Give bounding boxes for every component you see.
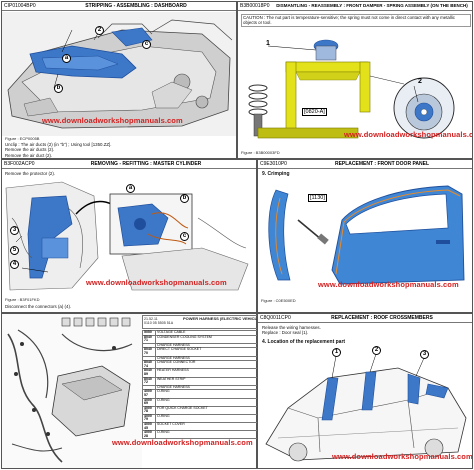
callout-b: b: [54, 84, 63, 93]
watermark: www.downloadworkshopmanuals.com: [332, 452, 473, 461]
dashboard-illustration: [2, 12, 236, 136]
panel-header: B3B00018P0 DISMANTLING - REASSEMBLY : FR…: [238, 2, 472, 11]
watermark: www.downloadworkshopmanuals.com: [344, 130, 473, 139]
watermark: www.downloadworkshopmanuals.com: [112, 438, 253, 447]
panel-header: C9E3010P0 REPLACEMENT : FRONT DOOR PANEL: [258, 160, 472, 169]
door-illustration: [268, 185, 465, 285]
master-cylinder-illustration: [5, 181, 249, 291]
panel-title: STRIPPING - ASSEMBLING : DASHBOARD: [85, 3, 187, 9]
car-body-illustration: [265, 353, 467, 462]
part-name-cell: FOR QUICK CHARGE SOCKET: [155, 405, 262, 415]
watermark: www.downloadworkshopmanuals.com: [318, 280, 459, 289]
panel-front-door: C9E3010P0 REPLACEMENT : FRONT DOOR PANEL…: [257, 159, 473, 313]
instruction-text: Remove the protector (2).: [5, 171, 56, 176]
callout-4: 4: [10, 260, 19, 269]
instruction-line: Replace : Door seal (1).: [262, 330, 309, 336]
instruction-line: Release the wiring harnesses.: [262, 325, 321, 330]
part-name-cell: O-RING: [155, 430, 262, 440]
instruction-text: Disconnect the connectors (a) (4).: [5, 304, 72, 309]
document-code: B3F002ACP0: [4, 161, 35, 167]
figure-caption: Figure : C0E500ED: [261, 298, 296, 303]
part-code-cell: 4000 69: [142, 397, 156, 407]
harness-title: POWER HARNESS (ELECTRIC VEHICLE): [183, 316, 262, 321]
part-code-cell: 8040 71: [142, 334, 156, 344]
document-code: B3B00018P0: [240, 3, 270, 9]
figure-caption: Figure : B3F01FKD: [5, 297, 40, 302]
document-code: C9E3010P0: [260, 161, 287, 167]
watermark: www.downloadworkshopmanuals.com: [86, 278, 227, 287]
damper-illustration: [248, 39, 455, 139]
callout-1: 1: [332, 348, 341, 357]
panel-title: REPLACEMENT : ROOF CROSSMEMBERS: [331, 315, 433, 321]
panel-header: C8Q0011CP0 REPLACEMENT : ROOF CROSSMEMBE…: [258, 314, 472, 323]
document-code: CIP01004BP0: [4, 3, 36, 9]
part-code-cell: 4000 57: [142, 389, 156, 399]
panel-stripping-dashboard: CIP01004BP0 STRIPPING - ASSEMBLING : DAS…: [1, 1, 237, 159]
panel-title: REPLACEMENT : FRONT DOOR PANEL: [334, 161, 430, 167]
callout-2: 2: [372, 346, 381, 355]
instruction-line: Remove the air ducts (2).: [5, 147, 55, 153]
step-heading: 4. Location of the replacement part: [262, 339, 346, 345]
part-name-cell: O-RING: [155, 389, 262, 399]
part-code-cell: 4000 28: [142, 430, 156, 440]
callout-2: 2: [95, 26, 104, 35]
callout-5: 5: [10, 246, 19, 255]
callout-1: 1: [266, 40, 270, 47]
panel-title: DISMANTLING - REASSEMBLY : FRONT DAMPER …: [276, 3, 468, 8]
instruction-text: Release the wiring harnesses. Replace : …: [262, 325, 321, 336]
part-name-cell: DIRECT CHARGE SOCKET: [155, 347, 262, 357]
harness-illustration: [2, 314, 142, 468]
callout-c: c: [180, 232, 189, 241]
callout-c: c: [142, 40, 151, 49]
panel-title: REMOVING - REFITTING : MASTER CYLINDER: [90, 161, 202, 167]
callout-2: 2: [418, 78, 422, 85]
watermark: www.downloadworkshopmanuals.com: [42, 116, 183, 125]
instruction-text: Unclip : The air ducts (2) (in "b") ; Us…: [5, 142, 235, 158]
step-heading: 9. Crimping: [262, 171, 290, 177]
instruction-line: Remove the air duct (2).: [5, 152, 53, 158]
part-code-cell: 8040 70: [142, 347, 156, 357]
callout-3: 3: [420, 350, 429, 359]
callout-3: 3: [10, 226, 19, 235]
part-code-cell: 8040 72: [142, 376, 156, 386]
caution-note: CAUTION : The nut part is temperature-se…: [241, 14, 471, 27]
panel-master-cylinder: B3F002ACP0 REMOVING - REFITTING : MASTER…: [1, 159, 257, 313]
callout-b: b: [180, 194, 189, 203]
part-code-cell: 8040 89: [142, 368, 156, 378]
callout-a: a: [126, 184, 135, 193]
panel-header: CIP01004BP0 STRIPPING - ASSEMBLING : DAS…: [2, 2, 236, 11]
tool-reference-label: [0820-A]: [302, 108, 327, 116]
part-name-cell: WEATHER STRIP: [155, 376, 262, 386]
panel-front-damper: B3B00018P0 DISMANTLING - REASSEMBLY : FR…: [237, 1, 473, 159]
document-code: C8Q0011CP0: [260, 315, 291, 321]
figure-caption: Figure : B3B00003FD: [241, 150, 280, 155]
panel-roof-crossmembers: C8Q0011CP0 REPLACEMENT : ROOF CROSSMEMBE…: [257, 313, 473, 469]
harness-table-header: 21.52.11 0110 05 5505 51A POWER HARNESS …: [142, 315, 262, 329]
part-name-cell: SOCKET COVER: [155, 422, 262, 432]
tool-reference-label: [1130]: [308, 194, 327, 202]
figure-caption: Figure : ECP0005B: [5, 136, 40, 141]
instruction-line: Unclip : The air ducts (2) (in "b") ; Us…: [5, 142, 112, 147]
part-name-cell: O-RING: [155, 397, 262, 407]
harness-code: 21.52.11 0110 05 5505 51A: [144, 317, 174, 325]
panel-header: B3F002ACP0 REMOVING - REFITTING : MASTER…: [2, 160, 256, 169]
part-name-cell: HEATER HARNESS: [155, 368, 262, 378]
callout-a: a: [62, 54, 71, 63]
